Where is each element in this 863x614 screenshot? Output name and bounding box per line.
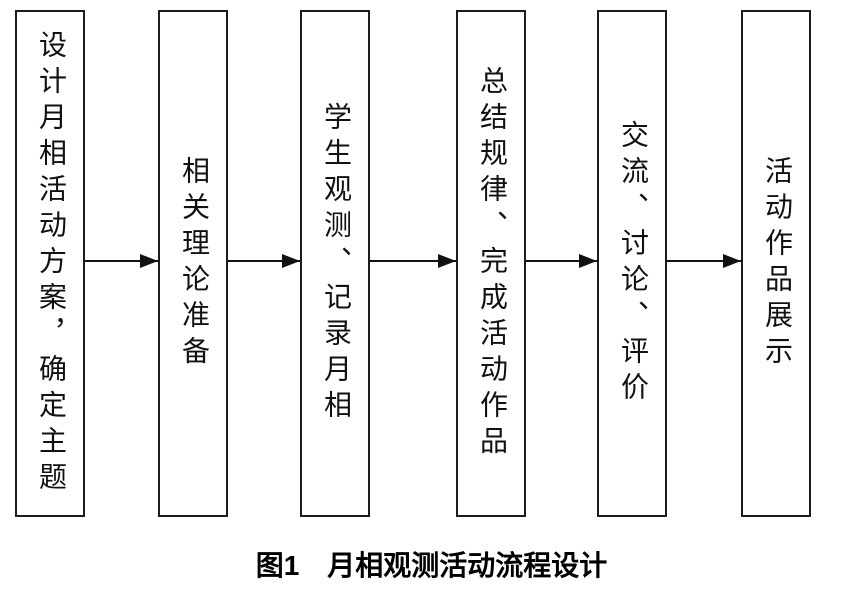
flow-step-label: 学生观测、记录月相 (320, 101, 351, 426)
flow-step-label: 设计月相活动方案，确定主题 (35, 29, 66, 498)
flow-step-label: 相关理论准备 (178, 155, 209, 372)
flow-arrow (526, 254, 597, 268)
flow-arrow (85, 254, 158, 268)
flow-step-observe-record: 学生观测、记录月相 (300, 10, 370, 517)
flow-step-design-plan: 设计月相活动方案，确定主题 (15, 10, 85, 517)
figure-title: 月相观测活动流程设计 (327, 550, 608, 581)
flow-arrow (370, 254, 456, 268)
flow-step-theory-prep: 相关理论准备 (158, 10, 228, 517)
figure-caption: 图1 月相观测活动流程设计 (0, 544, 863, 584)
flow-step-showcase: 活动作品展示 (741, 10, 811, 517)
flow-step-label: 总结规律、完成活动作品 (476, 65, 507, 462)
flow-step-label: 交流、讨论、评价 (617, 119, 648, 408)
flow-step-discuss-evaluate: 交流、讨论、评价 (597, 10, 667, 517)
flow-arrow (228, 254, 300, 268)
flow-arrow (666, 254, 741, 268)
flow-step-summarize-complete: 总结规律、完成活动作品 (456, 10, 526, 517)
flow-step-label: 活动作品展示 (761, 155, 792, 372)
figure-number: 图1 (255, 550, 300, 581)
